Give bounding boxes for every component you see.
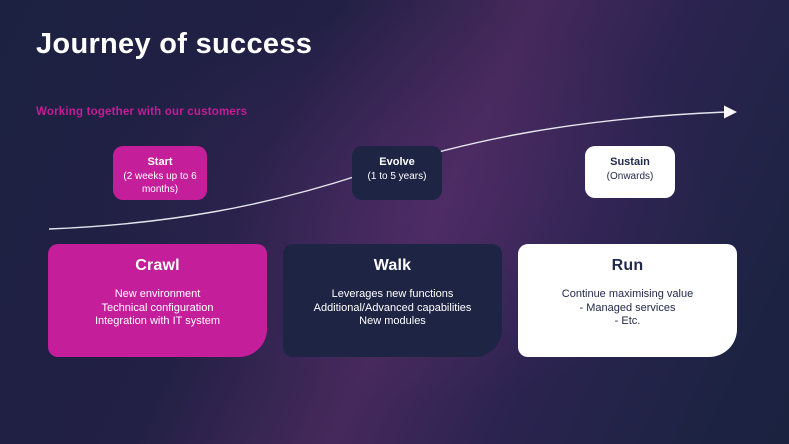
phase-title: Crawl bbox=[135, 257, 180, 274]
phase-item: New environment bbox=[114, 288, 201, 300]
phase-item: Technical configuration bbox=[101, 301, 214, 314]
phase-items: Continue maximising value - Managed serv… bbox=[518, 288, 737, 329]
page-title: Journey of success bbox=[36, 28, 313, 60]
milestone-duration: (2 weeks up to 6 months) bbox=[123, 171, 197, 195]
arrow-right-icon bbox=[724, 105, 737, 119]
milestone-duration: (Onwards) bbox=[606, 171, 654, 182]
phase-items: Leverages new functions Additional/Advan… bbox=[283, 288, 502, 329]
milestone-badge-sustain: Sustain (Onwards) bbox=[585, 146, 675, 198]
phase-item: Leverages new functions bbox=[331, 288, 454, 300]
phase-item: Continue maximising value bbox=[561, 288, 694, 300]
phase-title: Run bbox=[611, 257, 644, 274]
phase-cards-row: Crawl New environment Technical configur… bbox=[48, 244, 737, 357]
phase-card-run: Run Continue maximising value - Managed … bbox=[518, 244, 737, 357]
milestone-name: Sustain bbox=[610, 156, 650, 168]
phase-card-walk: Walk Leverages new functions Additional/… bbox=[283, 244, 502, 357]
slide-subtitle: Working together with our customers bbox=[36, 106, 248, 118]
phase-item: Additional/Advanced capabilities bbox=[313, 301, 472, 314]
phase-item: - Managed services bbox=[579, 301, 676, 314]
milestone-badge-evolve: Evolve (1 to 5 years) bbox=[352, 146, 442, 200]
phase-item: - Etc. bbox=[614, 315, 641, 327]
phase-title: Walk bbox=[373, 257, 412, 274]
phase-items: New environment Technical configuration … bbox=[48, 288, 267, 329]
milestone-name: Start bbox=[147, 156, 173, 168]
milestone-duration: (1 to 5 years) bbox=[367, 171, 427, 182]
milestone-name: Evolve bbox=[379, 156, 415, 168]
phase-item: New modules bbox=[359, 315, 426, 327]
phase-item: Integration with IT system bbox=[94, 315, 221, 327]
phase-card-crawl: Crawl New environment Technical configur… bbox=[48, 244, 267, 357]
milestone-badge-start: Start (2 weeks up to 6 months) bbox=[113, 146, 207, 200]
